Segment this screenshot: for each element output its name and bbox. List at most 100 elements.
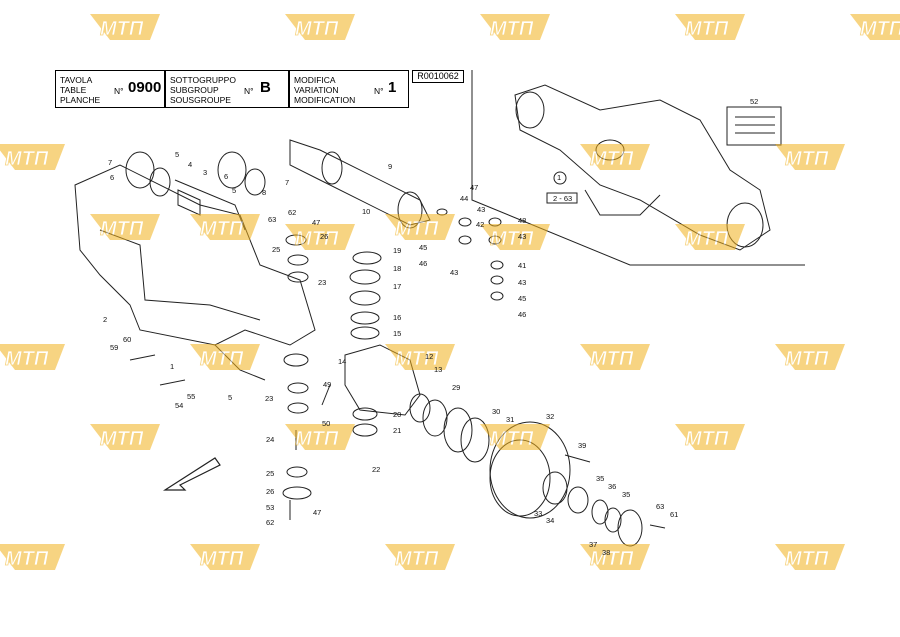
callout-18: 18 xyxy=(393,264,402,273)
axle-arm-outline xyxy=(74,164,316,346)
svg-text:МТП: МТП xyxy=(200,548,244,570)
callout-13: 13 xyxy=(434,365,443,374)
callout-47: 47 xyxy=(470,183,479,192)
svg-text:МТП: МТП xyxy=(5,148,49,170)
callout-47: 47 xyxy=(313,508,322,517)
callout-1: 1 xyxy=(170,362,175,371)
callout-59: 59 xyxy=(110,343,119,352)
callout-50: 50 xyxy=(322,419,331,428)
callout-43: 43 xyxy=(450,268,459,277)
inset-axle-outline xyxy=(514,84,771,251)
svg-text:МТП: МТП xyxy=(490,428,534,450)
callout-55: 55 xyxy=(187,392,196,401)
mtp-watermark: МТП xyxy=(675,14,745,40)
mtp-watermark: МТП xyxy=(90,14,160,40)
washer-6 xyxy=(125,151,155,189)
svg-text:МТП: МТП xyxy=(295,18,339,40)
mtp-watermark: МТП xyxy=(90,424,160,450)
modification-no-prefix: N° xyxy=(374,86,384,96)
svg-text:МТП: МТП xyxy=(395,348,439,370)
callout-42: 42 xyxy=(476,220,485,229)
mtp-watermark: МТП xyxy=(580,344,650,370)
mtp-watermark: МТП xyxy=(0,144,65,170)
callout-62: 62 xyxy=(288,208,297,217)
mtp-watermark: МТП xyxy=(675,424,745,450)
svg-text:МТП: МТП xyxy=(590,548,634,570)
callout-16: 16 xyxy=(393,313,402,322)
callout-5: 5 xyxy=(175,150,180,159)
mtp-watermark: МТП xyxy=(190,214,260,240)
mtp-watermark: МТП xyxy=(675,224,745,250)
callout-31: 31 xyxy=(506,415,515,424)
callout-41: 41 xyxy=(518,261,527,270)
svg-text:МТП: МТП xyxy=(860,18,900,40)
callout-9: 9 xyxy=(388,162,393,171)
mtp-watermark: МТП xyxy=(285,14,355,40)
mtp-watermark: МТП xyxy=(190,344,260,370)
inset-ref-label: 2 - 63 xyxy=(553,194,573,203)
inset-frame-line xyxy=(471,70,805,266)
table-no-prefix: N° xyxy=(114,86,124,96)
mtp-watermark: МТП xyxy=(0,344,65,370)
svg-text:МТП: МТП xyxy=(590,148,634,170)
svg-text:МТП: МТП xyxy=(490,228,534,250)
svg-text:МТП: МТП xyxy=(785,148,829,170)
callout-45: 45 xyxy=(518,294,527,303)
callout-23: 23 xyxy=(318,278,327,287)
mtp-watermark: МТП xyxy=(775,344,845,370)
subgroup-label: SOTTOGRUPPO SUBGROUP SOUSGROUPE xyxy=(170,75,236,105)
callout-43: 43 xyxy=(518,278,527,287)
mtp-watermark: МТП xyxy=(480,224,550,250)
wheel-hub xyxy=(489,421,571,519)
svg-text:МТП: МТП xyxy=(100,428,144,450)
mtp-watermark: МТП xyxy=(580,544,650,570)
inset-hub-left xyxy=(515,91,545,129)
callout-12: 12 xyxy=(425,352,434,361)
callout-30: 30 xyxy=(492,407,501,416)
callout-25: 25 xyxy=(272,245,281,254)
callout-60: 60 xyxy=(123,335,132,344)
callout-43: 43 xyxy=(477,205,486,214)
steering-knuckle xyxy=(344,344,421,416)
callout-25: 25 xyxy=(266,469,275,478)
callout-26: 26 xyxy=(266,487,275,496)
callout-62: 62 xyxy=(266,518,275,527)
svg-text:МТП: МТП xyxy=(490,18,534,40)
svg-text:МТП: МТП xyxy=(100,18,144,40)
callout-5: 5 xyxy=(232,186,237,195)
callout-7: 7 xyxy=(285,178,290,187)
callout-36: 36 xyxy=(608,482,617,491)
callout-46: 46 xyxy=(419,259,428,268)
svg-text:МТП: МТП xyxy=(395,548,439,570)
mtp-watermark: МТП xyxy=(285,224,355,250)
callout-47: 47 xyxy=(312,218,321,227)
callout-6: 6 xyxy=(110,173,115,182)
callout-44: 44 xyxy=(460,194,469,203)
svg-text:МТП: МТП xyxy=(200,218,244,240)
callout-24: 24 xyxy=(266,435,275,444)
callout-45: 45 xyxy=(419,243,428,252)
mtp-watermark: МТП xyxy=(285,424,355,450)
modification-label: MODIFICA VARIATION MODIFICATION xyxy=(294,75,356,105)
svg-text:МТП: МТП xyxy=(5,548,49,570)
svg-text:МТП: МТП xyxy=(785,548,829,570)
svg-text:МТП: МТП xyxy=(200,348,244,370)
svg-text:МТП: МТП xyxy=(100,218,144,240)
callout-35: 35 xyxy=(622,490,631,499)
inset-callout-1: 1 xyxy=(557,173,562,182)
subgroup-letter: B xyxy=(260,79,271,96)
bolt-54 xyxy=(159,379,186,386)
callout-7: 7 xyxy=(108,158,113,167)
svg-text:МТП: МТП xyxy=(590,348,634,370)
mtp-watermark: МТП xyxy=(480,424,550,450)
callout-19: 19 xyxy=(393,246,402,255)
callout-3: 3 xyxy=(203,168,208,177)
mtp-watermark: МТП xyxy=(775,144,845,170)
callout-54: 54 xyxy=(175,401,184,410)
modification-cell: MODIFICA VARIATION MODIFICATION N° 1 xyxy=(289,70,409,108)
inset-callout-52: 52 xyxy=(750,97,759,106)
reference-code: R0010062 xyxy=(412,70,464,83)
callout-46: 46 xyxy=(518,310,527,319)
